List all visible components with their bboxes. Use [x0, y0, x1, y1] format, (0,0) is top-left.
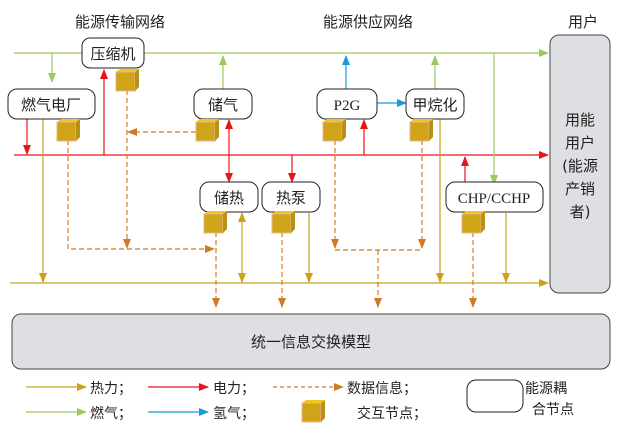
title-supply-network: 能源供应网络 — [323, 13, 413, 31]
legend-interaction-node-icon — [301, 399, 326, 423]
data-flow-lines — [67, 90, 477, 308]
legend-gas-label: 燃气； — [90, 405, 132, 422]
interaction-node-icon — [195, 118, 220, 142]
title-user: 用户 — [568, 13, 598, 31]
user-panel[interactable]: 用能 用户 (能源 产销 者) — [549, 34, 611, 294]
node-p2g-label: P2G — [334, 98, 361, 114]
legend-interaction-node-label: 交互节点； — [357, 405, 427, 422]
node-methanation-label: 甲烷化 — [412, 96, 457, 114]
interaction-node-icon — [271, 210, 296, 234]
interaction-node-icon — [56, 118, 81, 142]
interaction-node-icon — [203, 210, 228, 234]
node-chp-cchp-label: CHP/CCHP — [458, 191, 531, 207]
node-gas-power-plant-label: 燃气电厂 — [21, 96, 81, 114]
node-chp-cchp[interactable]: CHP/CCHP — [445, 181, 544, 213]
model-label: 统一信息交换模型 — [251, 333, 371, 351]
legend-electric-label: 电力； — [213, 381, 255, 397]
unified-info-exchange-model[interactable]: 统一信息交换模型 — [11, 313, 611, 370]
node-gas-storage-label: 储气 — [208, 96, 238, 114]
node-heat-storage[interactable]: 储热 — [199, 181, 259, 213]
node-heat-storage-label: 储热 — [214, 189, 244, 207]
legend-heat-label: 热力； — [90, 381, 132, 397]
node-methanation[interactable]: 甲烷化 — [405, 88, 465, 120]
interaction-node-icon — [322, 118, 347, 142]
node-heat-pump[interactable]: 热泵 — [261, 181, 321, 213]
interaction-node-icon — [409, 118, 434, 142]
user-panel-line-5: 者) — [570, 203, 591, 221]
node-p2g[interactable]: P2G — [316, 88, 378, 120]
legend: 热力； 电力； 数据信息； 能源耦 合节点 燃气； 氢气； 交互节点； — [26, 379, 574, 423]
node-compressor-label: 压缩机 — [90, 45, 135, 63]
legend-hydrogen-label: 氢气； — [213, 406, 255, 422]
title-transmission-network: 能源传输网络 — [75, 13, 165, 31]
node-gas-power-plant[interactable]: 燃气电厂 — [7, 88, 96, 120]
legend-data-label: 数据信息； — [347, 380, 417, 397]
user-panel-line-4: 产销 — [565, 180, 595, 198]
node-heat-pump-label: 热泵 — [276, 189, 306, 207]
legend-coupling-node-label-2: 合节点 — [532, 402, 574, 418]
legend-coupling-node-label-1: 能源耦 — [525, 381, 567, 397]
user-panel-line-1: 用能 — [565, 111, 595, 129]
node-compressor[interactable]: 压缩机 — [81, 37, 145, 69]
user-panel-line-2: 用户 — [565, 134, 595, 152]
interaction-node-icon — [115, 68, 140, 92]
user-panel-line-3: (能源 — [562, 157, 598, 175]
interaction-node-icon — [461, 210, 486, 234]
legend-coupling-node-icon — [466, 379, 524, 413]
node-gas-storage[interactable]: 储气 — [193, 88, 253, 120]
